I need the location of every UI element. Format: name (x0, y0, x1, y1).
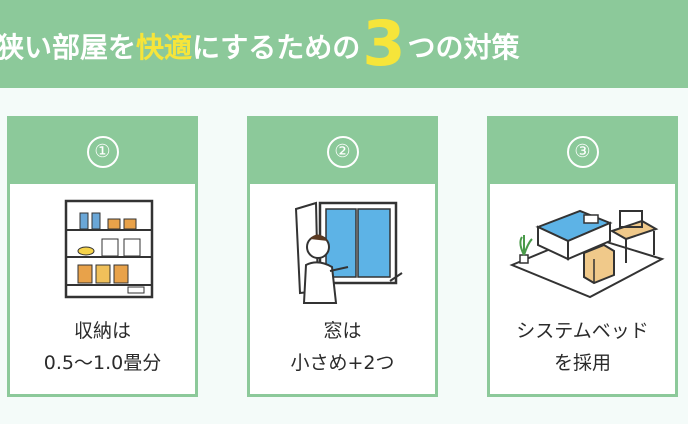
title-part2: にするための (192, 31, 361, 64)
card-storage: ① 収納は 0.5〜1.0畳分 (7, 116, 198, 397)
card-window: ② 窓は 小さめ+2つ (247, 116, 438, 397)
card-label: システムベッド を採用 (490, 315, 675, 379)
card-label-line1: 窓は (323, 320, 362, 342)
title-number: 3 (362, 7, 406, 80)
card-header: ② (250, 119, 435, 184)
title-highlight: 快適 (136, 31, 193, 64)
page-title: 狭い部屋を快適にするための3つの対策 (0, 7, 520, 80)
card-label: 窓は 小さめ+2つ (250, 315, 435, 379)
card-label-line1: 収納は (73, 320, 131, 342)
storage-shelf-illustration (64, 199, 154, 299)
card-number-badge: ① (86, 135, 119, 168)
card-label-line1: システムベッド (516, 320, 649, 342)
window-illustration (294, 201, 403, 304)
card-label-line2: 小さめ+2つ (290, 352, 395, 374)
card-label-line2: 0.5〜1.0畳分 (43, 352, 162, 374)
title-part3: つの対策 (407, 31, 520, 64)
card-label: 収納は 0.5〜1.0畳分 (10, 315, 195, 379)
card-number-badge: ③ (566, 135, 599, 168)
title-part1: 狭い部屋を (0, 31, 137, 64)
card-system-bed: ③ システムベッド を採用 (487, 116, 678, 397)
title-banner: 狭い部屋を快適にするための3つの対策 (0, 0, 688, 88)
card-header: ③ (490, 119, 675, 184)
system-bed-illustration (509, 209, 665, 299)
card-label-line2: を採用 (553, 352, 611, 374)
card-header: ① (10, 119, 195, 184)
card-number-badge: ② (326, 135, 359, 168)
